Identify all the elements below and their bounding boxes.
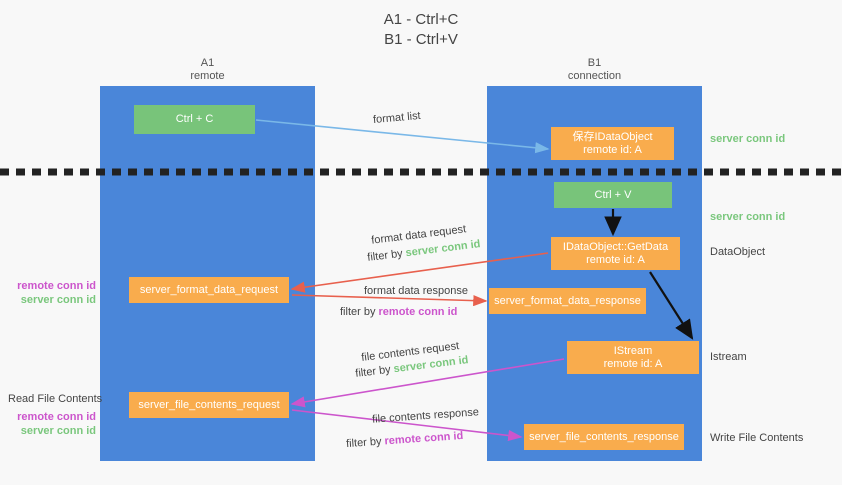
right-label-dataobject: DataObject bbox=[710, 246, 766, 258]
column-header-a1-name: A1 bbox=[200, 57, 215, 69]
box-server-format-data-request[interactable]: server_format_data_request bbox=[129, 277, 289, 303]
filter-prefix-1: filter by bbox=[366, 247, 407, 264]
box-ctrl-c[interactable]: Ctrl + C bbox=[134, 105, 255, 134]
column-header-b1: B1 connection bbox=[487, 57, 702, 83]
box-server-file-contents-response-label: server_file_contents_response bbox=[529, 430, 679, 443]
left-label-read-file-contents: Read File Contents bbox=[8, 393, 103, 405]
filter-prefix-2: filter by bbox=[340, 306, 379, 318]
filter-prefix-4: filter by bbox=[345, 435, 385, 451]
column-header-b1-sub: connection bbox=[567, 70, 622, 82]
arrow-label-format-data-response-filter: filter by remote conn id bbox=[340, 305, 457, 319]
right-label-istream: Istream bbox=[710, 351, 747, 363]
box-server-file-contents-request-label: server_file_contents_request bbox=[138, 398, 280, 411]
arrow-label-file-contents-response-filter: filter by remote conn id bbox=[346, 429, 464, 451]
box-ctrl-v[interactable]: Ctrl + V bbox=[554, 182, 672, 208]
right-label-server-conn-id-2: server conn id bbox=[710, 211, 786, 223]
filter-prefix-3: filter by bbox=[354, 363, 395, 380]
left-label-remote-conn-id-2: remote conn id bbox=[17, 411, 96, 423]
box-getdata-line2: remote id: A bbox=[586, 253, 645, 266]
arrow-label-format-list: format list bbox=[372, 109, 422, 127]
box-idataobject-line1: 保存IDataObject bbox=[572, 130, 653, 143]
box-ctrl-c-label: Ctrl + C bbox=[175, 113, 214, 125]
right-label-server-conn-id-1: server conn id bbox=[710, 133, 786, 145]
left-label-server-conn-id-1: server conn id bbox=[20, 294, 96, 306]
column-header-b1-name: B1 bbox=[587, 57, 602, 69]
box-idataobject-line2: remote id: A bbox=[583, 143, 642, 156]
title-line-2: B1 - Ctrl+V bbox=[384, 31, 458, 48]
box-server-file-contents-request[interactable]: server_file_contents_request bbox=[129, 392, 289, 418]
filter-value-4: remote conn id bbox=[384, 429, 464, 448]
column-header-a1: A1 remote bbox=[100, 57, 315, 83]
box-server-format-data-response-label: server_format_data_response bbox=[494, 294, 641, 307]
box-server-format-data-response[interactable]: server_format_data_response bbox=[489, 288, 646, 314]
box-server-file-contents-response[interactable]: server_file_contents_response bbox=[524, 424, 684, 450]
column-header-a1-sub: remote bbox=[190, 70, 225, 82]
filter-value-2: remote conn id bbox=[378, 306, 458, 318]
arrow-label-format-data-response: format data response bbox=[364, 285, 468, 297]
box-idataobject-getdata[interactable]: IDataObject::GetData remote id: A bbox=[551, 237, 680, 270]
left-label-conn-ids-2: remote conn id server conn id bbox=[8, 410, 96, 438]
box-getdata-line1: IDataObject::GetData bbox=[562, 240, 669, 253]
left-label-conn-ids-1: remote conn id server conn id bbox=[8, 279, 96, 307]
box-istream[interactable]: IStream remote id: A bbox=[567, 341, 699, 374]
arrow-label-file-contents-response: file contents response bbox=[371, 406, 480, 426]
box-server-format-data-request-label: server_format_data_request bbox=[139, 283, 279, 296]
box-istream-line2: remote id: A bbox=[603, 357, 663, 370]
right-label-write-file-contents: Write File Contents bbox=[710, 432, 804, 444]
box-idataobject[interactable]: 保存IDataObject remote id: A bbox=[551, 127, 674, 160]
page-title: A1 - Ctrl+C B1 - Ctrl+V bbox=[0, 10, 842, 50]
title-line-1: A1 - Ctrl+C bbox=[383, 11, 459, 28]
box-istream-line1: IStream bbox=[613, 344, 653, 357]
left-label-server-conn-id-2: server conn id bbox=[20, 425, 96, 437]
dashed-divider bbox=[0, 168, 842, 176]
box-ctrl-v-label: Ctrl + V bbox=[594, 188, 632, 201]
left-label-remote-conn-id-1: remote conn id bbox=[17, 280, 96, 292]
